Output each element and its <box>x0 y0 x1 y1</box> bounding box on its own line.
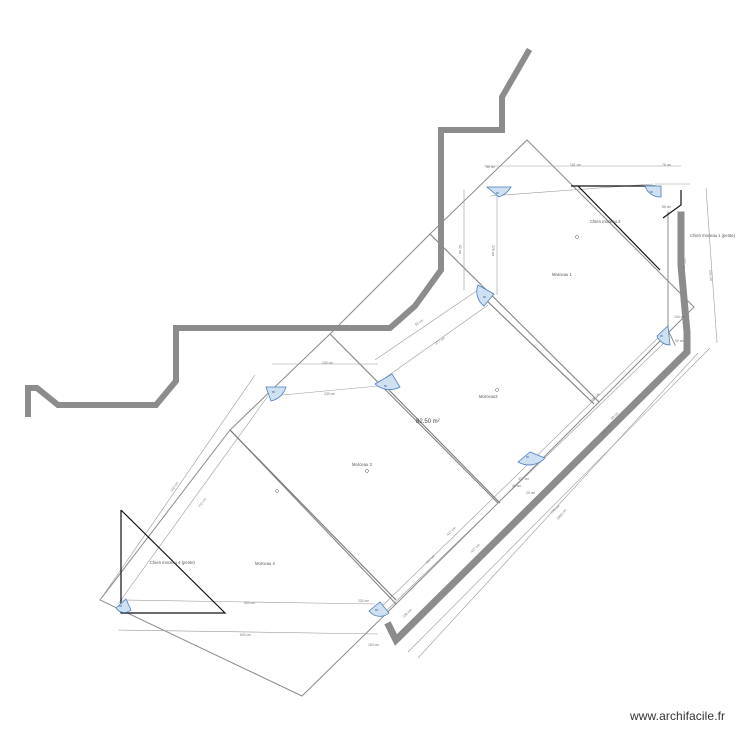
marker-room-1 <box>575 235 579 239</box>
door-5-label: 86 <box>384 384 387 388</box>
door-6[interactable]: 86 <box>656 325 671 346</box>
dim-line-diag-left-1 <box>99 374 256 601</box>
dormer-top-diagonal <box>577 185 661 271</box>
dim-label-22: 40 cm <box>610 411 619 420</box>
dim-label-31: 1008 cm <box>600 424 612 436</box>
marker-room-4 <box>275 489 279 493</box>
door-4-label: 86 <box>272 390 275 394</box>
dim-line-mid-2 <box>271 385 379 397</box>
room-label-dormer-left: Chien moceau 4 (pente) <box>150 560 196 565</box>
dim-line-bottom-1 <box>119 599 376 605</box>
dim-label-14: 380 cm <box>590 392 601 403</box>
dim-line-mid-3 <box>374 289 479 361</box>
dim-label-6: 82 cm <box>458 245 462 254</box>
dim-line-bottom-2 <box>117 629 379 635</box>
door-9-label: 86 <box>119 604 122 608</box>
divider-line-3 <box>229 429 397 601</box>
dim-label-23: 230 cm <box>358 599 369 603</box>
door-4[interactable]: 86 <box>265 386 287 402</box>
total-area: 82.50 m² <box>416 419 440 425</box>
dim-label-17: 150 cm <box>170 481 180 493</box>
dim-label-29: 417 cm <box>470 543 481 554</box>
dim-label-20: 600 cm <box>240 633 251 637</box>
dim-line-se-1 <box>377 333 663 611</box>
dim-line-se-4 <box>407 347 711 653</box>
exterior-wall-north[interactable] <box>25 47 533 417</box>
dim-label-7: 236 cm <box>708 270 713 282</box>
door-3[interactable]: 86 <box>476 284 495 307</box>
dim-label-24: 230 cm <box>402 608 413 619</box>
dim-label-32: 417 cm <box>425 554 436 565</box>
dormer-left-triangle <box>120 509 227 614</box>
dim-label-25: 150 cm <box>368 643 379 647</box>
marker-room-2 <box>495 388 499 392</box>
dim-line-se-3 <box>417 352 699 659</box>
dim-label-13: 377 cm <box>434 336 446 346</box>
door-2-label: 86 <box>650 190 653 194</box>
exterior-wall-south-east[interactable] <box>384 211 691 646</box>
dim-label-2: 161 cm <box>570 163 581 167</box>
dim-label-19: 300 cm <box>244 601 255 605</box>
room-label-3: Morceau 3 <box>352 462 372 467</box>
marker-room-3 <box>365 469 369 473</box>
dim-label-15: 417 cm <box>446 526 457 537</box>
dim-label-28: 50 cm <box>675 339 684 343</box>
dim-line-right-v <box>705 187 718 344</box>
door-7[interactable]: 86 <box>517 451 546 466</box>
exterior-wall-inner-edge[interactable] <box>667 211 676 346</box>
dim-label-26: 40 cm <box>512 484 521 488</box>
dim-label-8: 377 cm <box>682 258 686 269</box>
dim-line-diag-left-2 <box>117 395 269 605</box>
room-label-dormer-top: Chien moceau 2 <box>590 219 621 224</box>
door-8[interactable]: 86 <box>368 601 390 617</box>
dim-label-5: 376 cm <box>491 245 495 256</box>
room-label-4: Morceau 4 <box>255 561 275 566</box>
dim-label-27: 20 cm <box>526 491 535 495</box>
dim-label-16: 377 cm <box>518 477 529 481</box>
room-label-1: Morceau 1 <box>552 272 572 277</box>
archifacile-watermark[interactable]: www.archifacile.fr <box>630 709 726 723</box>
dim-label-11: 230 cm <box>324 392 335 396</box>
dim-label-18: 770 cm <box>198 497 208 509</box>
dim-label-10: 230 cm <box>322 361 333 365</box>
dim-label-1: 76 cm <box>662 163 671 167</box>
room-outline-1[interactable] <box>429 139 695 403</box>
room-label-dormer-right: Chien moceau 1 (pente) <box>690 233 736 238</box>
dim-label-9: 104 cm <box>674 315 685 319</box>
door-7-label: 86 <box>526 455 529 459</box>
room-label-2: Morceau2 <box>479 394 498 399</box>
door-5[interactable]: 86 <box>374 373 401 390</box>
door-1-label: 86 <box>496 191 499 195</box>
door-1[interactable]: 86 <box>485 186 512 198</box>
dim-label-4: 86 cm <box>662 205 671 209</box>
door-9[interactable]: 86 <box>115 598 132 613</box>
dim-line-se-2 <box>381 339 668 616</box>
door-3-label: 86 <box>483 295 486 299</box>
dim-line-mid-4 <box>384 304 489 379</box>
dim-label-3: 86 cm <box>486 165 495 169</box>
dim-label-21: 770 cm <box>550 504 561 515</box>
dim-label-30: 1000 cm <box>556 508 568 520</box>
divider-line-2 <box>383 384 501 504</box>
room-outline-4[interactable] <box>99 429 397 697</box>
door-2[interactable]: 86 <box>644 185 662 198</box>
dim-label-12: 50 cm <box>414 318 424 327</box>
door-6-label: 86 <box>660 334 663 338</box>
divider-line-1 <box>483 297 595 405</box>
door-8-label: 86 <box>375 608 378 612</box>
dormer-right-line <box>662 190 682 219</box>
